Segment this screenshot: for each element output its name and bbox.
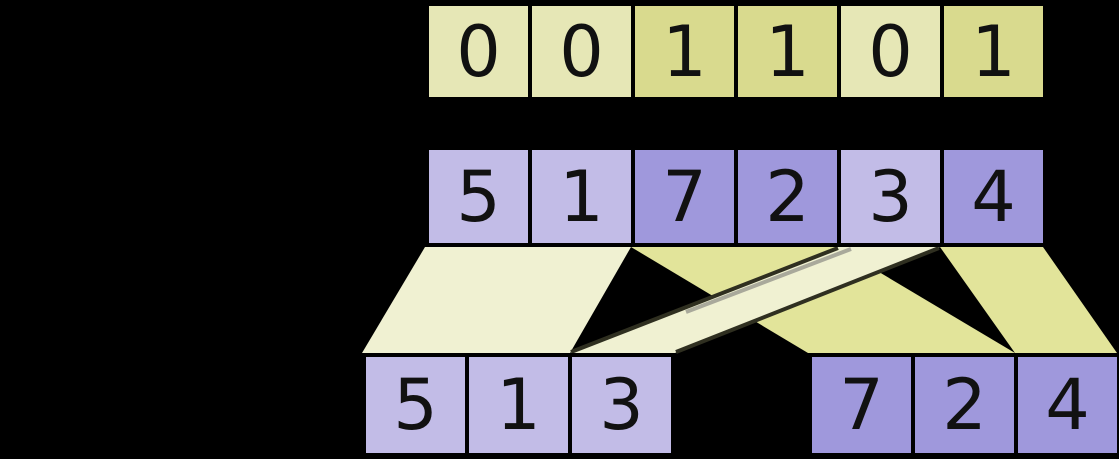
mask-cell-0-digit: 0: [456, 10, 501, 93]
flow-left-funnel: [362, 247, 631, 353]
flow-right-funnel: [940, 247, 1117, 353]
output-right-cell-2-digit: 4: [1045, 364, 1090, 446]
mask-cell-2-digit: 1: [662, 10, 707, 93]
mask-cell-3: 1: [734, 2, 841, 101]
pale-band-left-edge-line: [570, 246, 839, 354]
output-left-cell-2-digit: 3: [599, 364, 644, 446]
output-right-cell-0: 7: [808, 353, 915, 457]
value-cell-1-digit: 1: [559, 155, 604, 238]
mask-cell-2: 1: [631, 2, 738, 101]
value-cell-0: 5: [425, 146, 532, 247]
mask-cell-4: 0: [837, 2, 944, 101]
value-cell-5: 4: [940, 146, 1047, 247]
output-right-cell-0-digit: 7: [839, 364, 884, 446]
mask-cell-5: 1: [940, 2, 1047, 101]
value-cell-1: 1: [528, 146, 635, 247]
value-cell-4: 3: [837, 146, 944, 247]
mask-cell-3-digit: 1: [765, 10, 810, 93]
mask-cell-5-digit: 1: [971, 10, 1016, 93]
output-left-cell-0-digit: 5: [393, 364, 438, 446]
value-cell-2-digit: 7: [662, 155, 707, 238]
output-left-cell-2: 3: [568, 353, 675, 457]
output-left-cell-0: 5: [362, 353, 469, 457]
output-left-cell-1: 1: [465, 353, 572, 457]
mask-cell-1-digit: 0: [559, 10, 604, 93]
value-cell-5-digit: 4: [971, 155, 1016, 238]
mask-cell-4-digit: 0: [868, 10, 913, 93]
pale-band-highlight-line: [685, 247, 852, 314]
output-right-cell-1: 2: [911, 353, 1018, 457]
pale-band-right-edge-line: [675, 246, 940, 354]
value-cell-3: 2: [734, 146, 841, 247]
output-right-cell-1-digit: 2: [942, 364, 987, 446]
flow-crossing-band-dark: [631, 247, 1015, 353]
output-left-cell-1-digit: 1: [496, 364, 541, 446]
flow-crossing-band-pale: [570, 247, 940, 353]
mask-cell-1: 0: [528, 2, 635, 101]
value-cell-2: 7: [631, 146, 738, 247]
output-right-cell-2: 4: [1014, 353, 1119, 457]
value-cell-3-digit: 2: [765, 155, 810, 238]
mask-cell-0: 0: [425, 2, 532, 101]
value-cell-0-digit: 5: [456, 155, 501, 238]
value-cell-4-digit: 3: [868, 155, 913, 238]
